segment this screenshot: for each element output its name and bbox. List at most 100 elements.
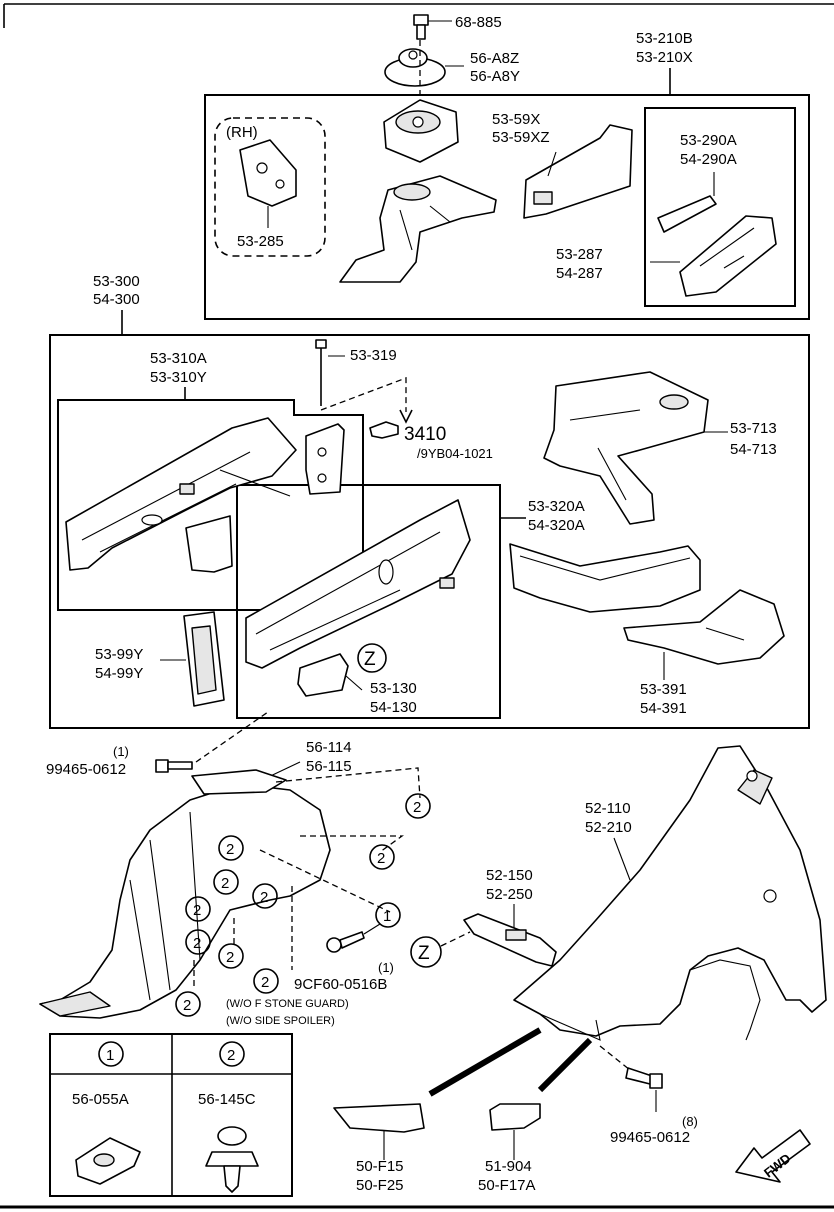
dash-z-lower: [440, 931, 471, 947]
bracket-52-150[interactable]: [463, 913, 557, 967]
label-50-f25: 50-F25: [356, 1177, 404, 1194]
fwd-arrow-icon: [735, 1129, 811, 1183]
box-53-320a: [236, 484, 501, 719]
box-53-310a: [57, 399, 364, 611]
member-53-713[interactable]: [543, 371, 728, 525]
label-54-300: 54-300: [93, 291, 140, 308]
push-clip-icon: [205, 1126, 259, 1193]
label-54-713: 54-713: [730, 441, 777, 458]
fender-52-110[interactable]: [513, 745, 827, 1041]
splash-shield-56-114[interactable]: [39, 769, 331, 1019]
panel-53-391[interactable]: [623, 589, 785, 680]
bracket-53-285[interactable]: [239, 139, 297, 228]
label-54-99y: 54-99Y: [95, 665, 143, 682]
callout-2-e: [252, 883, 278, 909]
label-53-99y: 53-99Y: [95, 646, 143, 663]
frame-53-320a[interactable]: [245, 499, 471, 669]
label-z-mid: Z: [364, 649, 376, 670]
callout-2-f: [185, 896, 211, 922]
hand-pointer-icon: [369, 421, 399, 439]
leader-screw: [363, 923, 381, 935]
bolt-53-319[interactable]: [315, 339, 345, 406]
screw-9cf60-0516b[interactable]: [326, 931, 365, 953]
trim-51-904[interactable]: [489, 1103, 541, 1131]
callout-2-e-text: 2: [260, 889, 268, 906]
label-53-210b: 53-210B: [636, 30, 693, 47]
frame-53-310a[interactable]: [65, 417, 345, 573]
fender-trim-strokes: [428, 1013, 601, 1097]
label-53-310a: 53-310A: [150, 350, 207, 367]
gasket-53-99y[interactable]: [183, 611, 225, 707]
strut-tower[interactable]: [383, 40, 459, 163]
label-qty-1-a: (1): [113, 744, 129, 759]
label-54-290a: 54-290A: [680, 151, 737, 168]
dash-bolt-a: [195, 711, 269, 763]
label-50-f17a: 50-F17A: [478, 1177, 536, 1194]
member-wheelhouse[interactable]: [509, 543, 701, 613]
dashed-lead-53-319: [320, 377, 407, 412]
member-53-287[interactable]: [650, 215, 777, 297]
bolt-99465-0612-a[interactable]: [155, 759, 193, 773]
apron-lower[interactable]: [339, 175, 497, 283]
leader-52-110: [613, 837, 631, 881]
box-53-300: [49, 334, 810, 729]
bolt-99465-0612-b[interactable]: [625, 1067, 663, 1089]
dash-bolt-b: [599, 1045, 631, 1071]
label-53-319: 53-319: [350, 347, 397, 364]
callout-2-f-text: 2: [193, 902, 201, 919]
label-53-290a: 53-290A: [680, 132, 737, 149]
callout-two-group: 2 2 2 2 2 2 2 2 2 2: [175, 793, 431, 1017]
label-54-391: 54-391: [640, 700, 687, 717]
label-z-lower: Z: [418, 943, 430, 964]
legend-head-2: 2: [227, 1047, 235, 1064]
label-qty-8: (8): [682, 1114, 698, 1129]
label-56-114: 56-114: [306, 739, 352, 756]
callout-2-d-text: 2: [221, 875, 229, 892]
label-9cf60-0516b: 9CF60-0516B: [294, 976, 387, 993]
label-52-150: 52-150: [486, 867, 533, 884]
bracket-53-59x[interactable]: [523, 124, 633, 219]
label-9yb04-1021: /9YB04-1021: [417, 446, 493, 461]
callout-z-mid: [357, 643, 387, 673]
label-99465-0612-b: 99465-0612: [610, 1129, 690, 1146]
arrow-3410: [399, 409, 413, 424]
label-54-287: 54-287: [556, 265, 603, 282]
legend-part-56-145c: 56-145C: [198, 1091, 256, 1108]
label-53-210x: 53-210X: [636, 49, 693, 66]
label-54-130: 54-130: [370, 699, 417, 716]
strut-mount-56-a8z[interactable]: [384, 48, 464, 87]
callout-1-a-text: 1: [383, 908, 391, 925]
label-53-713: 53-713: [730, 420, 777, 437]
callout-2-i: [253, 968, 279, 994]
label-53-391: 53-391: [640, 681, 687, 698]
callout-2-b-text: 2: [377, 850, 385, 867]
callout-2-h: [218, 943, 244, 969]
box-53-210b: [204, 94, 810, 320]
label-52-250: 52-250: [486, 886, 533, 903]
fastener-legend: 1 2 56-055A 56-145C: [49, 1033, 293, 1197]
label-56-115: 56-115: [306, 758, 352, 775]
callout-2-d: [213, 869, 239, 895]
label-53-285: 53-285: [237, 233, 284, 250]
label-note-side-spoiler: (W/O SIDE SPOILER): [226, 1015, 335, 1027]
label-56-a8z: 56-A8Z: [470, 50, 519, 67]
callout-2-c: [218, 835, 244, 861]
label-54-320a: 54-320A: [528, 517, 585, 534]
box-53-290a: [644, 107, 796, 307]
callout-one-group: 1: [375, 902, 401, 928]
legend-head-1-circle: [98, 1041, 124, 1067]
label-53-310y: 53-310Y: [150, 369, 207, 386]
label-99465-0612-a: 99465-0612: [46, 761, 126, 778]
trim-50-f15[interactable]: [333, 1103, 425, 1133]
label-68-885: 68-885: [455, 14, 502, 31]
label-qty-1-b: (1): [378, 960, 394, 975]
callout-2-j: [175, 991, 201, 1017]
bolt-68-885[interactable]: [413, 14, 452, 40]
bracket-53-130[interactable]: [297, 653, 363, 697]
label-3410: 3410: [404, 424, 446, 445]
legend-head-2-circle: [219, 1041, 245, 1067]
rh-dashed-box: [214, 117, 326, 257]
bracket-53-290a[interactable]: [657, 172, 717, 233]
label-52-110: 52-110: [585, 800, 631, 817]
